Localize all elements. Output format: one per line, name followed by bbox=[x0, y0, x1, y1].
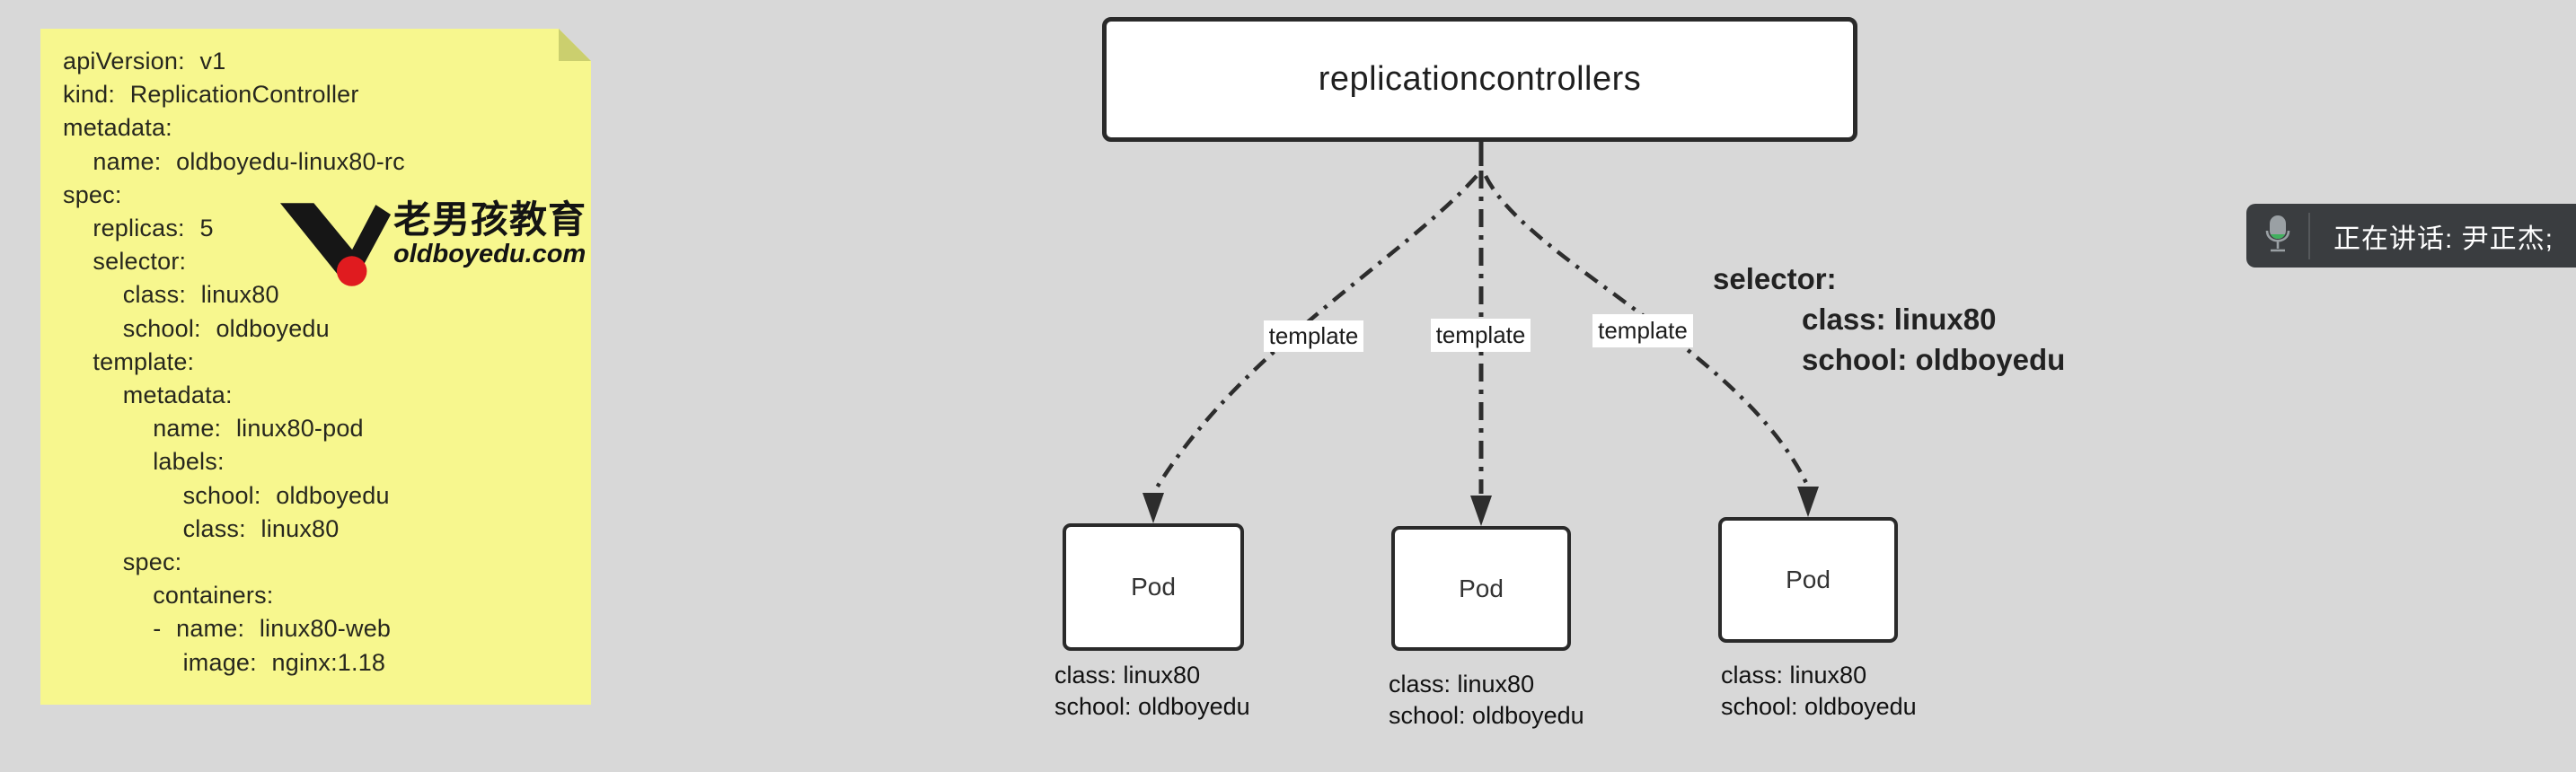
edge-label-template-3: template bbox=[1592, 314, 1693, 347]
pod-3-school-label: school: oldboyedu bbox=[1721, 693, 1917, 720]
arrowhead-pod-3 bbox=[1797, 487, 1819, 517]
node-pod-1-label: Pod bbox=[1131, 573, 1176, 601]
brand-name-cn: 老男孩教育 bbox=[393, 198, 587, 241]
speaking-indicator-bar: 正在讲话: 尹正杰; bbox=[2246, 204, 2576, 268]
selector-class-label: class: linux80 bbox=[1802, 303, 1997, 336]
edge-label-template-2: template bbox=[1431, 319, 1531, 352]
pod-2-school-label: school: oldboyedu bbox=[1389, 702, 1584, 729]
oldboyedu-logo-mark-icon bbox=[279, 203, 392, 286]
node-pod-3-label: Pod bbox=[1786, 566, 1831, 593]
node-replicationcontrollers-label: replicationcontrollers bbox=[1318, 60, 1642, 98]
pod-1-class-label: class: linux80 bbox=[1054, 662, 1201, 689]
pod-1-labels: class: linux80 school: oldboyedu bbox=[1054, 660, 1250, 723]
edge-label-template-1: template bbox=[1264, 320, 1363, 352]
yaml-manifest-text: apiVersion: v1 kind: ReplicationControll… bbox=[63, 48, 405, 676]
node-pod-2-label: Pod bbox=[1459, 574, 1504, 602]
arrowhead-pod-1 bbox=[1142, 493, 1164, 523]
pod-3-labels: class: linux80 school: oldboyedu bbox=[1721, 660, 1917, 723]
oldboyedu-logo: 老男孩教育 oldboyedu.com bbox=[278, 199, 593, 289]
node-pod-3[interactable]: Pod bbox=[1718, 517, 1898, 643]
node-replicationcontrollers[interactable]: replicationcontrollers bbox=[1102, 17, 1857, 142]
brand-domain: oldboyedu.com bbox=[393, 240, 587, 268]
microphone-icon bbox=[2265, 215, 2290, 251]
node-pod-1[interactable]: Pod bbox=[1063, 523, 1244, 651]
selector-annotation: selector: class: linux80 school: oldboye… bbox=[1713, 259, 2065, 380]
selector-title: selector: bbox=[1713, 262, 1837, 295]
arrowhead-pod-2 bbox=[1470, 496, 1492, 526]
selector-school-label: school: oldboyedu bbox=[1802, 343, 2066, 376]
pod-2-class-label: class: linux80 bbox=[1389, 671, 1535, 697]
pod-1-school-label: school: oldboyedu bbox=[1054, 693, 1250, 720]
pod-2-labels: class: linux80 school: oldboyedu bbox=[1389, 669, 1584, 732]
speaking-status-text: 正在讲话: 尹正杰; bbox=[2333, 224, 2554, 254]
node-pod-2[interactable]: Pod bbox=[1391, 526, 1571, 651]
divider bbox=[2308, 212, 2310, 259]
pod-3-class-label: class: linux80 bbox=[1721, 662, 1867, 689]
sticky-note[interactable]: apiVersion: v1 kind: ReplicationControll… bbox=[40, 29, 591, 705]
